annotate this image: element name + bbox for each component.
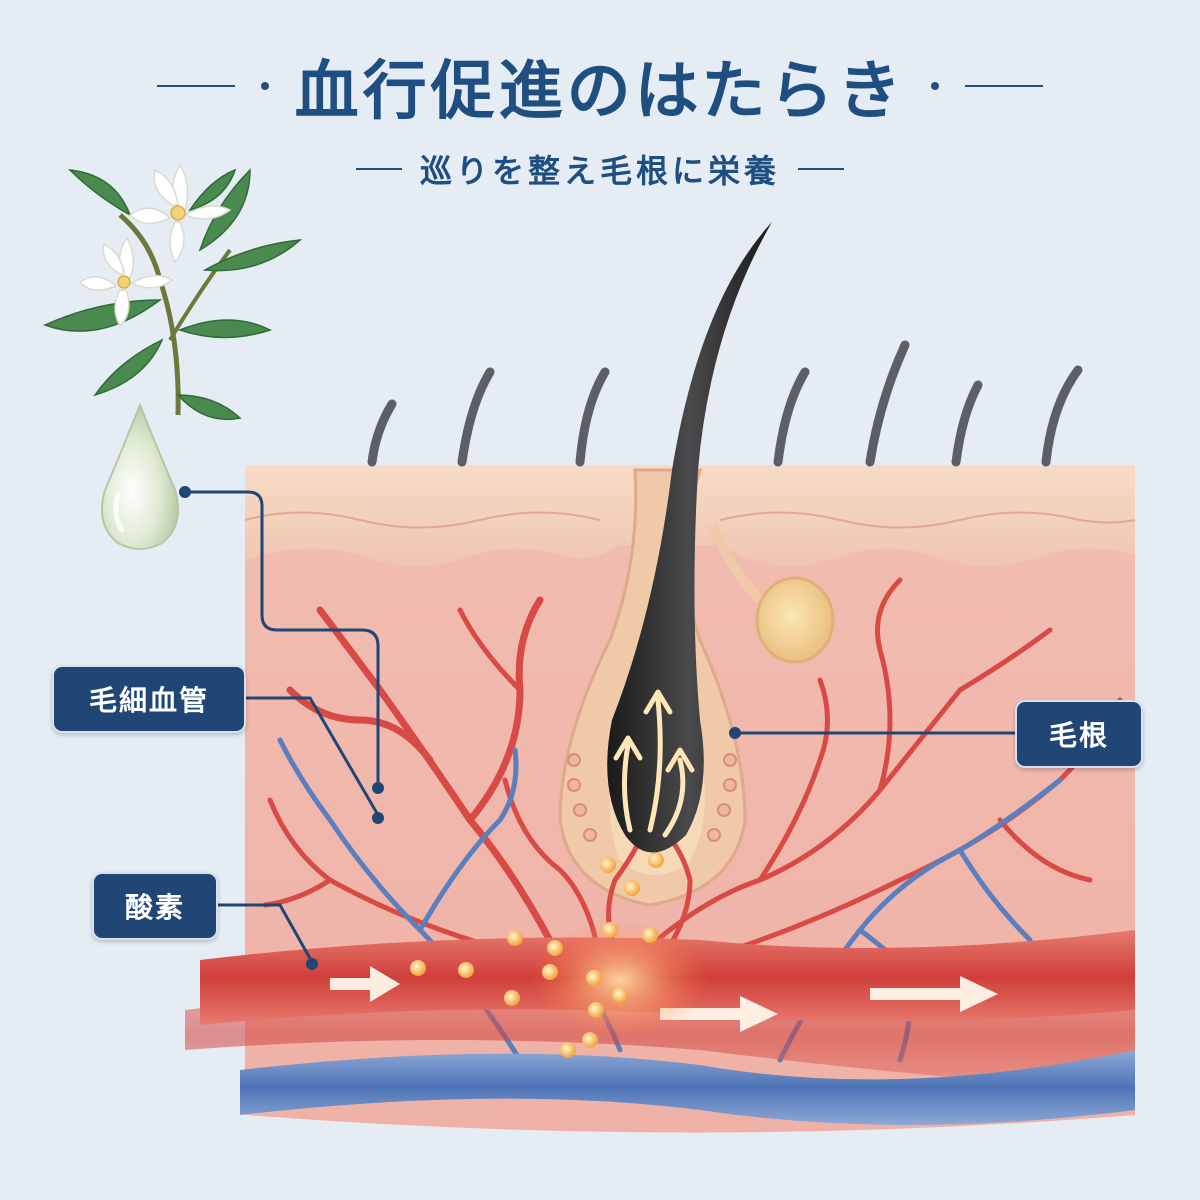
blood-flow-arrows [330, 966, 998, 1032]
nutrient-dot [410, 960, 426, 976]
nutrient-dot [624, 880, 640, 896]
nutrient-dot [458, 962, 474, 978]
nutrient-dot [602, 922, 618, 938]
nutrient-glow [530, 920, 710, 1040]
capillary-artery [466, 596, 544, 824]
nutrient-dot [612, 987, 628, 1003]
label-capillary: 毛細血管 [52, 665, 246, 733]
nutrient-dot [507, 930, 523, 946]
capillary-artery [957, 627, 1053, 693]
page-title: 血行促進のはたらき [294, 54, 906, 129]
nutrient-dot [648, 852, 664, 868]
capillary-vein [417, 747, 519, 933]
leader-endpoints [179, 486, 741, 970]
jasmine-flower-icon [43, 163, 303, 421]
short-hairs [367, 340, 1083, 467]
title-deco-dot-left [260, 82, 269, 90]
oil-drop-icon [101, 402, 179, 550]
nutrient-dot [542, 964, 558, 980]
capillary-artery [637, 687, 963, 958]
title-deco-line-right [965, 85, 1044, 87]
subtitle-deco-line-right [798, 168, 844, 170]
capillary-artery [457, 607, 523, 693]
label-hair-root: 毛根 [1015, 700, 1143, 768]
nutrient-dot [586, 970, 602, 986]
leader-lines [185, 490, 1015, 963]
subtitle-deco-line-left [355, 168, 402, 170]
subtitle-row: 巡りを整え毛根に栄養 [0, 146, 1200, 192]
nutrient-dot [582, 1032, 598, 1048]
main-hair-shaft [607, 222, 772, 853]
capillary-artery [997, 817, 1093, 883]
nutrient-dot [588, 1002, 604, 1018]
nutrient-dot [600, 857, 616, 873]
upward-arrows [613, 689, 695, 838]
title-row: 血行促進のはたらき [0, 40, 1200, 132]
nutrient-dot [504, 990, 520, 1006]
page-subtitle: 巡りを整え毛根に栄養 [419, 152, 780, 190]
nutrient-dot [560, 1042, 576, 1058]
header: 血行促進のはたらき 巡りを整え毛根に栄養 [0, 40, 1200, 192]
title-deco-dot-right [931, 82, 940, 90]
capillary-artery [757, 677, 830, 883]
capillary-artery [286, 686, 434, 764]
nutrient-dot [642, 927, 658, 943]
capillary-vein [957, 847, 1033, 943]
nutrient-dot [547, 940, 563, 956]
capillary-artery [875, 577, 903, 793]
capillary-artery [316, 606, 564, 964]
label-oxygen: 酸素 [92, 872, 218, 940]
sebaceous-gland [707, 522, 835, 664]
title-deco-line-left [156, 85, 235, 87]
